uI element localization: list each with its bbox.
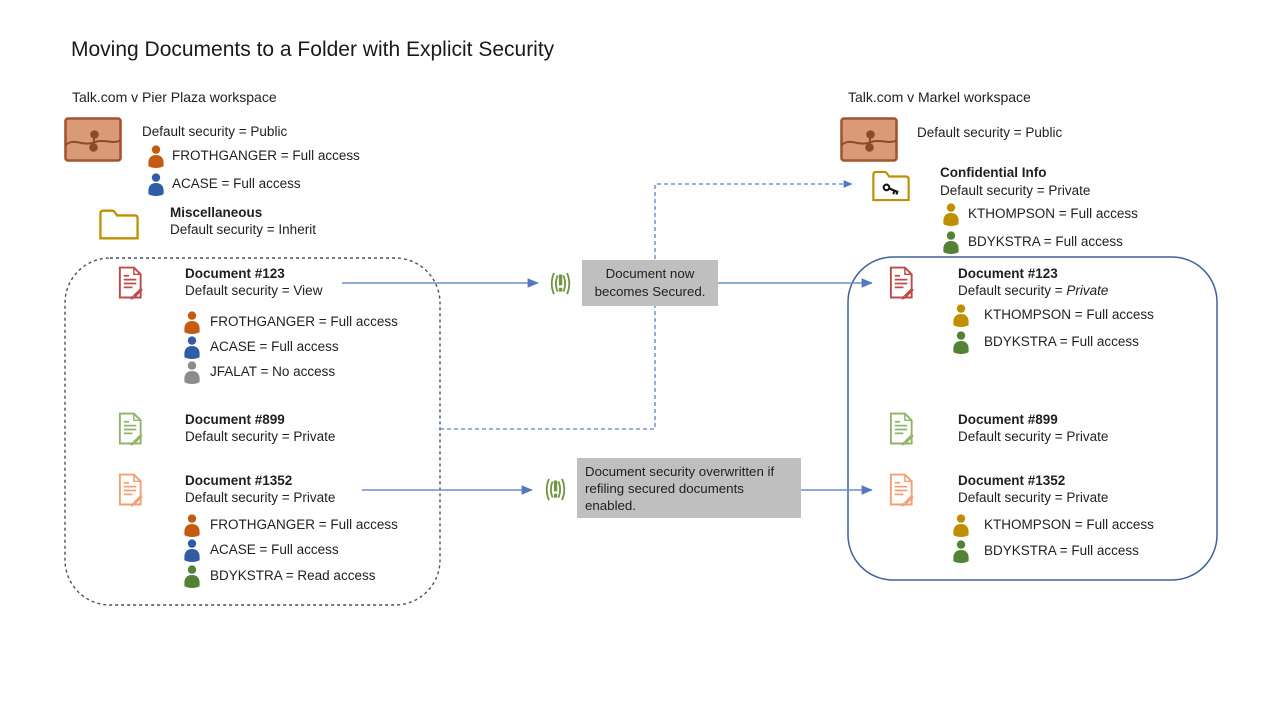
document-icon: [116, 412, 145, 447]
user-icon: [182, 336, 202, 359]
user-access-label: FROTHGANGER = Full access: [210, 314, 398, 329]
folder-security-label: Default security = Private: [940, 183, 1091, 198]
user-icon: [951, 304, 971, 327]
user-access-label: BDYKSTRA = Full access: [968, 234, 1123, 249]
document-security-label: Default security = Private: [958, 283, 1109, 298]
user-icon: [951, 540, 971, 563]
document-security-label: Default security = Private: [185, 490, 336, 505]
workspace-security-label: Default security = Public: [142, 124, 288, 139]
destination-group-outline: [847, 256, 1218, 581]
document-name: Document #899: [958, 412, 1058, 427]
user-icon: [182, 514, 202, 537]
workspace-icon: [840, 117, 898, 162]
left-workspace-label: Talk.com v Pier Plaza workspace: [72, 89, 277, 105]
user-access-label: FROTHGANGER = Full access: [210, 517, 398, 532]
callout-secured: Document now becomes Secured.: [582, 260, 718, 306]
folder-name: Confidential Info: [940, 165, 1047, 180]
workspace-security-label: Default security = Public: [917, 125, 1063, 140]
refile-dashed-connector: [440, 180, 853, 430]
document-name: Document #123: [185, 266, 285, 281]
folder-name: Miscellaneous: [170, 205, 263, 220]
document-icon: [887, 412, 916, 447]
user-icon: [182, 539, 202, 562]
folder-icon: [99, 209, 139, 240]
user-icon: [941, 203, 961, 226]
alert-icon: [541, 477, 570, 502]
document-icon: [887, 266, 916, 301]
user-access-label: BDYKSTRA = Full access: [984, 543, 1139, 558]
user-icon: [182, 311, 202, 334]
page-title: Moving Documents to a Folder with Explic…: [71, 38, 555, 61]
user-access-label: KTHOMPSON = Full access: [984, 307, 1154, 322]
document-icon: [116, 266, 145, 301]
document-icon: [116, 473, 145, 508]
document-security-label: Default security = Private: [185, 429, 336, 444]
user-access-label: KTHOMPSON = Full access: [968, 206, 1138, 221]
document-icon: [887, 473, 916, 508]
document-name: Document #899: [185, 412, 285, 427]
user-icon: [182, 565, 202, 588]
document-name: Document #1352: [185, 473, 293, 488]
user-icon: [146, 145, 166, 168]
document-security-label: Default security = Private: [958, 429, 1109, 444]
document-security-label: Default security = Private: [958, 490, 1109, 505]
document-security-label: Default security = View: [185, 283, 323, 298]
document-name: Document #123: [958, 266, 1058, 281]
callout-overwritten: Document security overwritten if refilin…: [577, 458, 801, 518]
security-value-italic: Private: [1066, 283, 1109, 298]
user-access-label: BDYKSTRA = Read access: [210, 568, 376, 583]
user-icon: [146, 173, 166, 196]
user-icon: [941, 231, 961, 254]
document-name: Document #1352: [958, 473, 1066, 488]
right-workspace-label: Talk.com v Markel workspace: [848, 89, 1031, 105]
user-icon: [182, 361, 202, 384]
user-icon: [951, 331, 971, 354]
alert-icon: [546, 271, 575, 296]
workspace-icon: [64, 117, 122, 162]
folder-security-label: Default security = Inherit: [170, 222, 316, 237]
user-icon: [951, 514, 971, 537]
user-access-label: JFALAT = No access: [210, 364, 336, 379]
user-access-label: ACASE = Full access: [210, 339, 339, 354]
user-access-label: KTHOMPSON = Full access: [984, 517, 1154, 532]
user-access-label: BDYKSTRA = Full access: [984, 334, 1139, 349]
user-access-label: ACASE = Full access: [172, 176, 301, 191]
secured-folder-key-icon: [872, 170, 910, 202]
user-access-label: ACASE = Full access: [210, 542, 339, 557]
user-access-label: FROTHGANGER = Full access: [172, 148, 360, 163]
